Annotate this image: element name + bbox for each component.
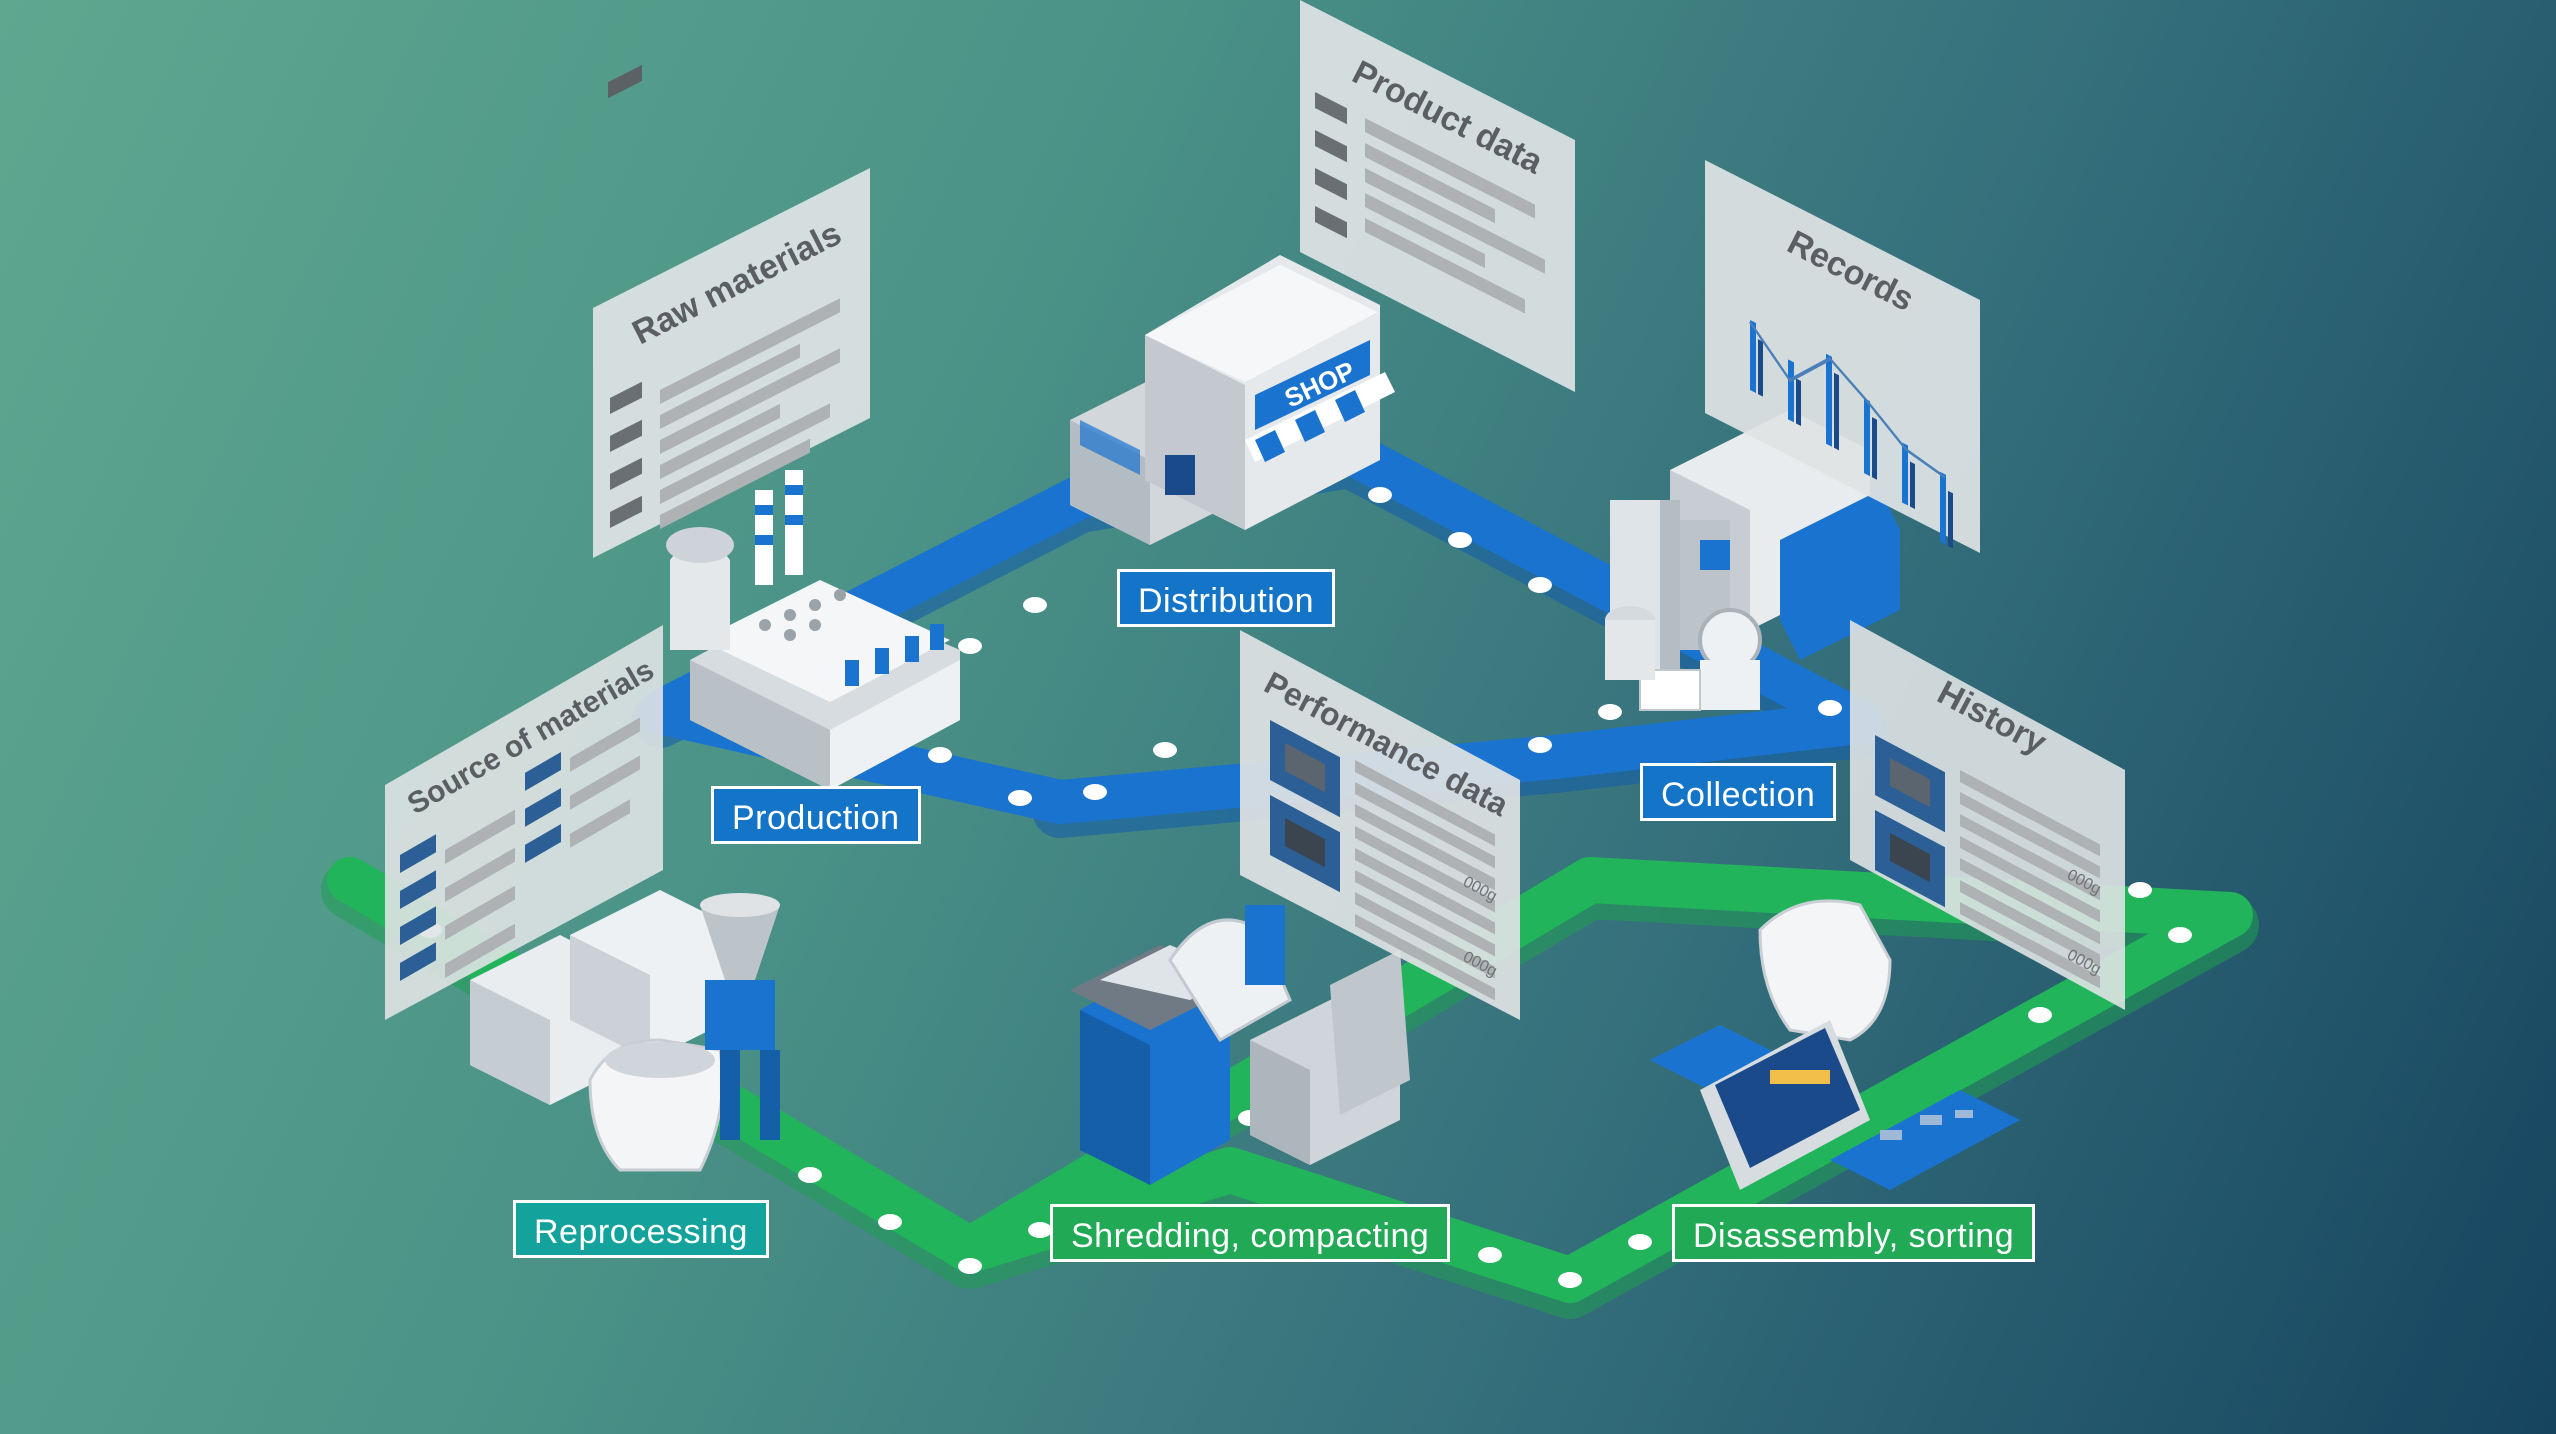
panel-history: History 000g 000g [1850, 620, 2125, 1010]
panel-raw-materials: Raw materials [593, 64, 870, 558]
stage-label-collection: Collection [1640, 763, 1837, 821]
disassembly-illustration [1650, 899, 2020, 1190]
stage-label-production: Production [711, 786, 921, 844]
shop-illustration: SHOP [1070, 255, 1395, 545]
stage-label-shredding-compacting: Shredding, compacting [1050, 1204, 1451, 1262]
shredding-illustration [1070, 905, 1410, 1185]
factory-illustration [666, 470, 960, 790]
stage-label-reprocessing: Reprocessing [513, 1200, 769, 1258]
stage-label-disassembly-sorting: Disassembly, sorting [1672, 1204, 2036, 1262]
stage-label-distribution: Distribution [1117, 569, 1336, 627]
panel-performance-data: Performance data 000g 000g [1240, 630, 1520, 1020]
reprocessing-illustration [470, 890, 780, 1172]
upper-loop-dots [928, 487, 1842, 806]
